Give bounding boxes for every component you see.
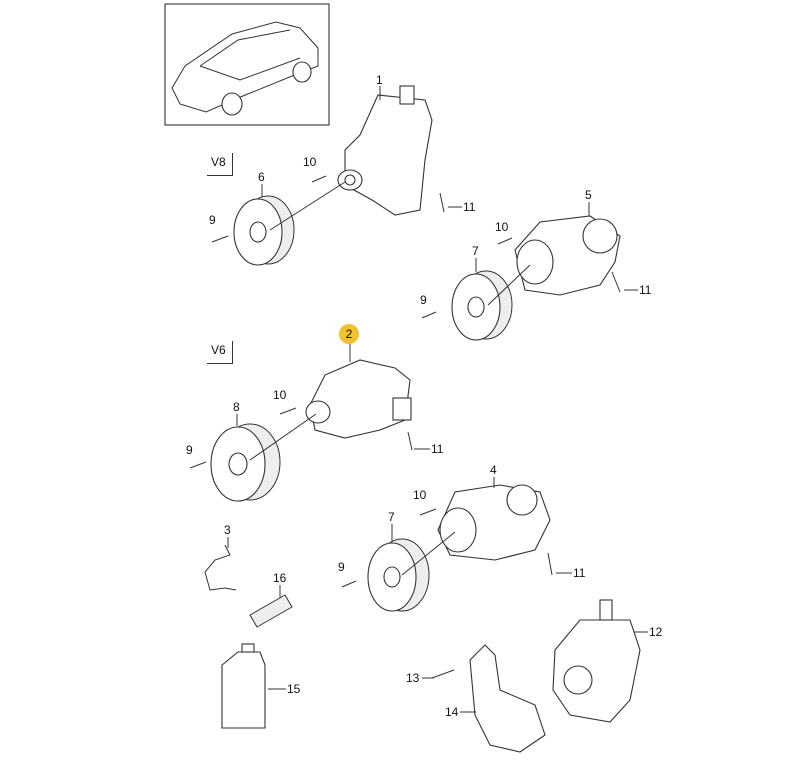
pump-part-12[interactable] <box>552 599 641 723</box>
callout-11[interactable]: 11 <box>463 200 476 214</box>
callout-7[interactable]: 7 <box>388 510 395 524</box>
callout-13[interactable]: 13 <box>406 671 420 685</box>
callout-11[interactable]: 11 <box>573 566 586 580</box>
callout-10[interactable]: 10 <box>273 388 287 402</box>
vehicle-thumbnail[interactable] <box>164 3 330 126</box>
callout-11[interactable]: 11 <box>431 442 444 456</box>
callout-7[interactable]: 7 <box>472 244 479 258</box>
callout-12[interactable]: 12 <box>649 625 663 639</box>
oil-bottle-part-15[interactable] <box>221 643 266 729</box>
callout-3[interactable]: 3 <box>224 523 231 537</box>
bracket-part-14[interactable] <box>469 644 546 753</box>
callout-4[interactable]: 4 <box>490 463 497 477</box>
callout-16[interactable]: 16 <box>273 571 287 585</box>
callout-9[interactable]: 9 <box>420 293 427 307</box>
pulley-part-7[interactable] <box>451 270 513 341</box>
clip-part-3[interactable] <box>204 544 237 591</box>
pump-part-2[interactable] <box>305 359 412 439</box>
callout-9[interactable]: 9 <box>338 560 345 574</box>
callout-8[interactable]: 8 <box>233 400 240 414</box>
callout-2-highlighted[interactable]: 2 <box>339 324 359 344</box>
pulley-part-8[interactable] <box>210 423 281 502</box>
callout-11[interactable]: 11 <box>639 283 652 297</box>
callout-10[interactable]: 10 <box>413 488 427 502</box>
callout-10[interactable]: 10 <box>495 220 509 234</box>
callout-5[interactable]: 5 <box>585 188 592 202</box>
pump-part-4[interactable] <box>437 484 551 561</box>
pulley-part-6[interactable] <box>233 195 295 266</box>
variant-label-v8: V8 <box>207 153 233 176</box>
callout-10[interactable]: 10 <box>303 155 317 169</box>
callout-9[interactable]: 9 <box>186 443 193 457</box>
pulley-part-7b[interactable] <box>367 538 430 612</box>
pump-part-5[interactable] <box>514 215 621 296</box>
bolts <box>189 175 621 679</box>
callout-9[interactable]: 9 <box>209 213 216 227</box>
shaft-part-16[interactable] <box>249 594 293 628</box>
callout-6[interactable]: 6 <box>258 170 265 184</box>
variant-label-v6: V6 <box>207 341 233 364</box>
leader-lines <box>227 86 648 713</box>
callout-1[interactable]: 1 <box>376 73 383 87</box>
pump-part-1[interactable] <box>337 85 433 216</box>
callout-15[interactable]: 15 <box>287 682 301 696</box>
callout-14[interactable]: 14 <box>445 705 459 719</box>
